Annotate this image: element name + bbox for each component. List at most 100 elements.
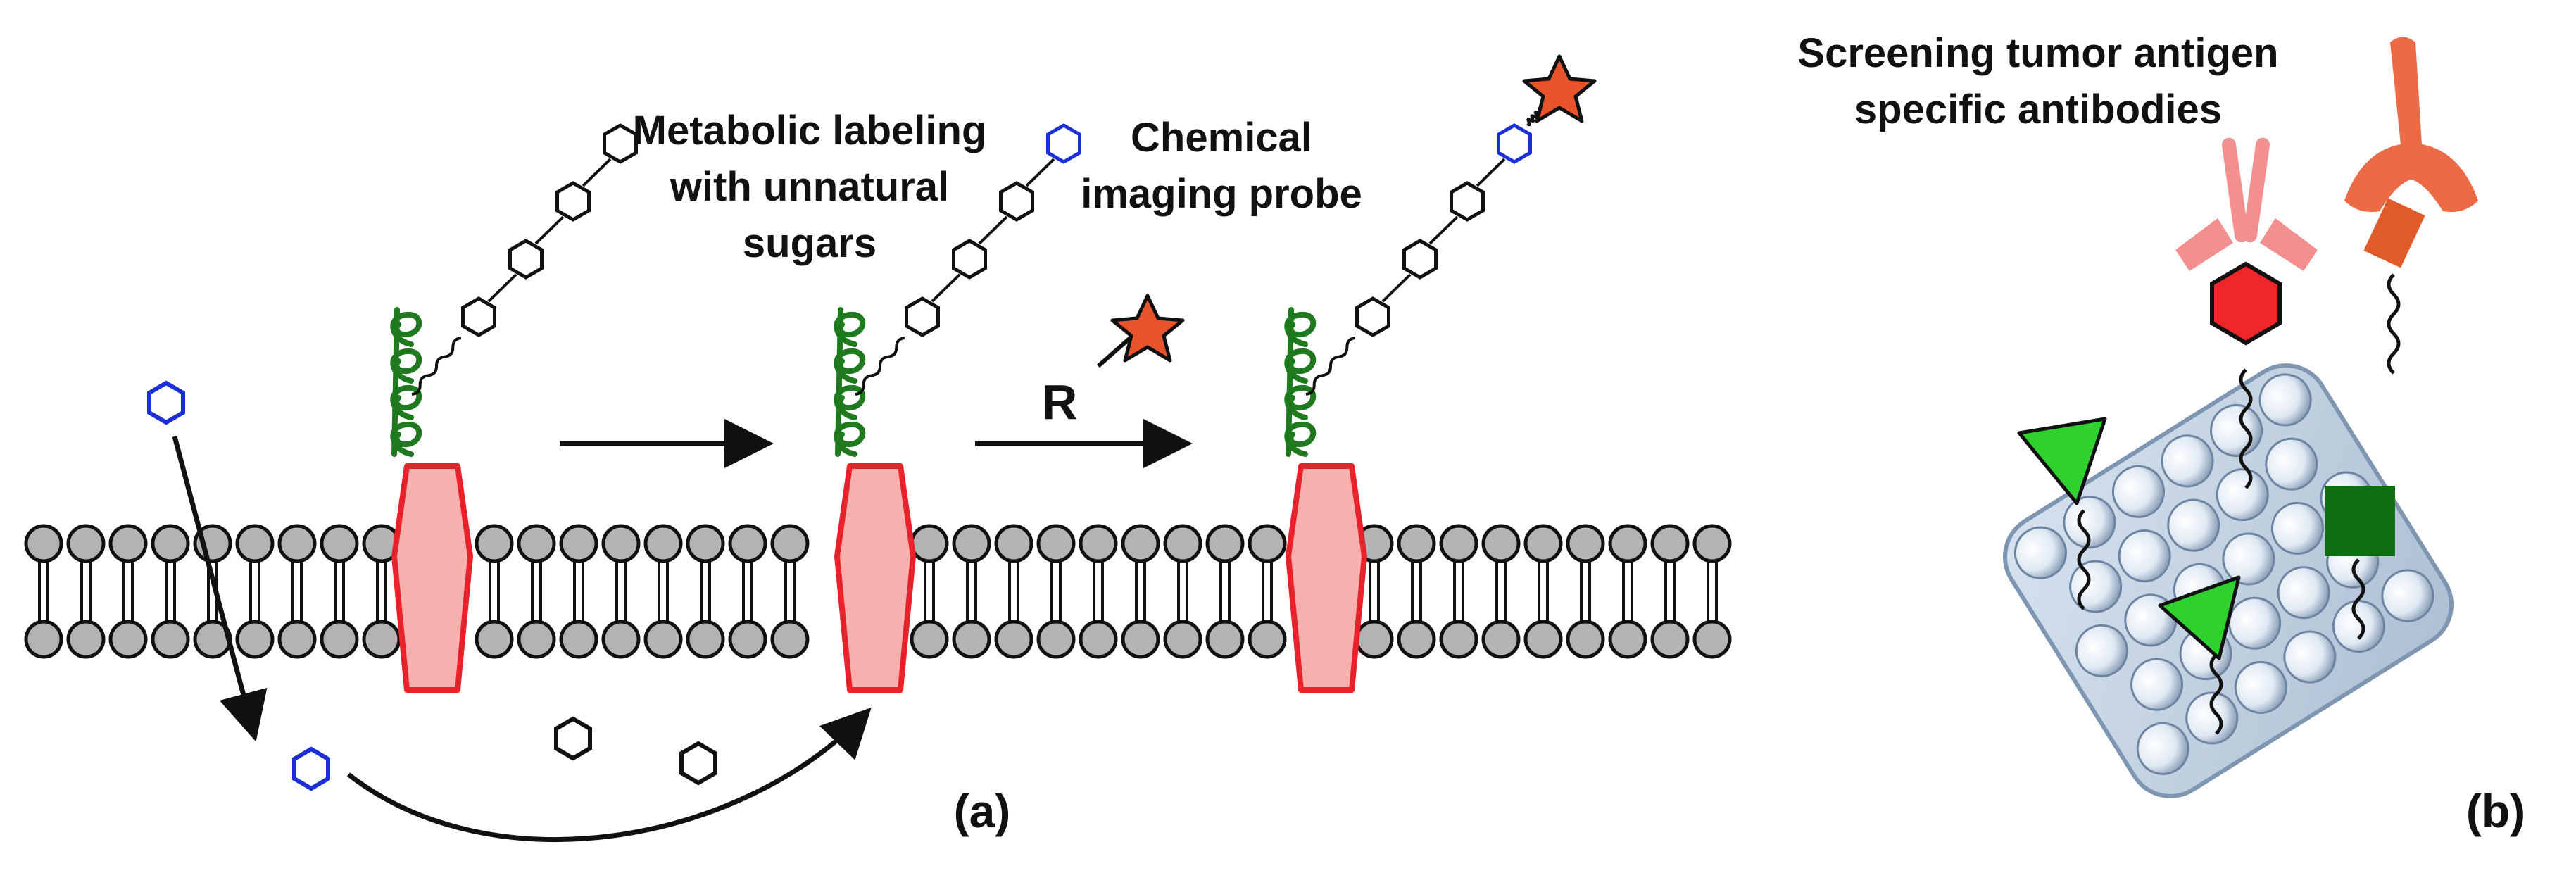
glycosidic-bond [582, 158, 612, 187]
lipid-head [1121, 620, 1160, 659]
array-bead [2258, 373, 2312, 427]
array-bead [2222, 532, 2275, 586]
array-bead [2270, 501, 2324, 555]
lipid-head [475, 620, 514, 659]
lipid-head [235, 620, 275, 659]
linker-square [2351, 558, 2365, 640]
lipid-head [1163, 620, 1202, 659]
lipid-head [1397, 524, 1436, 563]
sugar-hexagon-icon [1450, 181, 1485, 222]
triangle-antigen-icon [2017, 417, 2107, 505]
sugar-hexagon-icon [461, 296, 496, 337]
lipid-head [517, 620, 556, 659]
uptake-arrow [172, 436, 268, 742]
membrane-protein-2 [834, 463, 916, 693]
array-bead [2228, 596, 2282, 650]
lipid-head [686, 524, 725, 563]
glycan-coils [390, 307, 1317, 457]
lipid-head [362, 620, 401, 659]
array-bead [2283, 630, 2337, 684]
chemical-label-line2: imaging probe [1081, 171, 1362, 217]
lipid-head [1523, 524, 1563, 563]
lipid-head [1163, 524, 1202, 563]
lipid-head [559, 620, 598, 659]
r-group-label: R [1042, 375, 1078, 429]
array-bead [2075, 624, 2128, 677]
lipid-head [643, 524, 683, 563]
lipid-head [1248, 524, 1287, 563]
linker-diamond [2387, 273, 2401, 375]
sugar-hexagon-icon [905, 296, 940, 337]
array-bead [2277, 566, 2330, 620]
glycosidic-bond [931, 273, 961, 303]
glycan-microarray [2002, 37, 2478, 798]
lipid-head [24, 620, 63, 659]
lipid-head [1566, 620, 1605, 659]
sugar-chains [411, 103, 1547, 396]
lipid-head [151, 620, 190, 659]
glycosidic-bond [978, 215, 1008, 245]
lipid-head [320, 620, 359, 659]
lipid-head [1248, 620, 1287, 659]
membrane-protein-3 [1286, 463, 1367, 693]
metabolic-label-line1: Metabolic labeling [633, 108, 987, 153]
sugar-hexagon-icon [603, 123, 638, 164]
sugar-hexagon-icon [555, 181, 591, 222]
glycosidic-bond [1476, 158, 1506, 187]
lipid-head [1036, 524, 1076, 563]
lipid-head [1692, 524, 1732, 563]
lipid-head [475, 524, 514, 563]
diamond-antigen-icon [2363, 198, 2425, 268]
metabolic-label-line2: with unnatural [670, 164, 949, 210]
lipid-head [601, 620, 641, 659]
array-bead [2185, 691, 2239, 745]
linker-hexagon [2239, 368, 2253, 489]
hexagon-antigen-icon [2210, 261, 2282, 346]
screening-label-line2: specific antibodies [1854, 87, 2222, 132]
array-bead [2130, 658, 2184, 711]
lipid-head [1205, 620, 1245, 659]
lipid-head [1079, 524, 1118, 563]
lipid-head [1036, 620, 1076, 659]
lipid-head [517, 524, 556, 563]
lipid-head [1439, 620, 1478, 659]
glycan-coil [390, 307, 422, 457]
lipid-head [1205, 524, 1245, 563]
lipid-head [910, 620, 949, 659]
pink-antibody-icon [2175, 137, 2318, 271]
array-bead [2332, 600, 2385, 653]
lipid-head [1121, 524, 1160, 563]
sugar-hexagon-icon [1402, 239, 1438, 280]
lipid-head [277, 524, 317, 563]
lipid-head [1650, 620, 1690, 659]
azido-sugar-hexagon-icon [1497, 123, 1532, 164]
lipid-head [686, 620, 725, 659]
glycosidic-bond [487, 273, 517, 303]
lipid-head [559, 524, 598, 563]
lipid-head [1481, 524, 1521, 563]
screening-label-line1: Screening tumor antigen [1797, 30, 2278, 76]
lipid-head [108, 524, 148, 563]
panel-a-label: (a) [954, 785, 1011, 837]
natural-sugar-hexagon-icon [554, 716, 592, 761]
glycosidic-bond [1381, 273, 1412, 303]
free-sugars [147, 380, 717, 791]
linker-triangle-2 [2209, 653, 2223, 735]
lipid-head [66, 524, 106, 563]
lipid-bilayer [24, 524, 1732, 659]
lipid-head [1397, 620, 1436, 659]
array-bead [2265, 437, 2318, 491]
membrane-protein-1 [391, 463, 473, 693]
lipid-head [601, 524, 641, 563]
array-bead [2234, 660, 2287, 714]
glycosidic-bond [1428, 215, 1459, 245]
lipid-head [728, 620, 767, 659]
lipid-head [1481, 620, 1521, 659]
probe-star-icon [1110, 294, 1185, 363]
lipid-head [1523, 620, 1563, 659]
sugar-hexagon-icon [508, 239, 544, 280]
orange-antibody-icon [2344, 37, 2478, 212]
array-bead [2013, 526, 2067, 579]
labeled-probe-star-icon [1522, 54, 1597, 123]
